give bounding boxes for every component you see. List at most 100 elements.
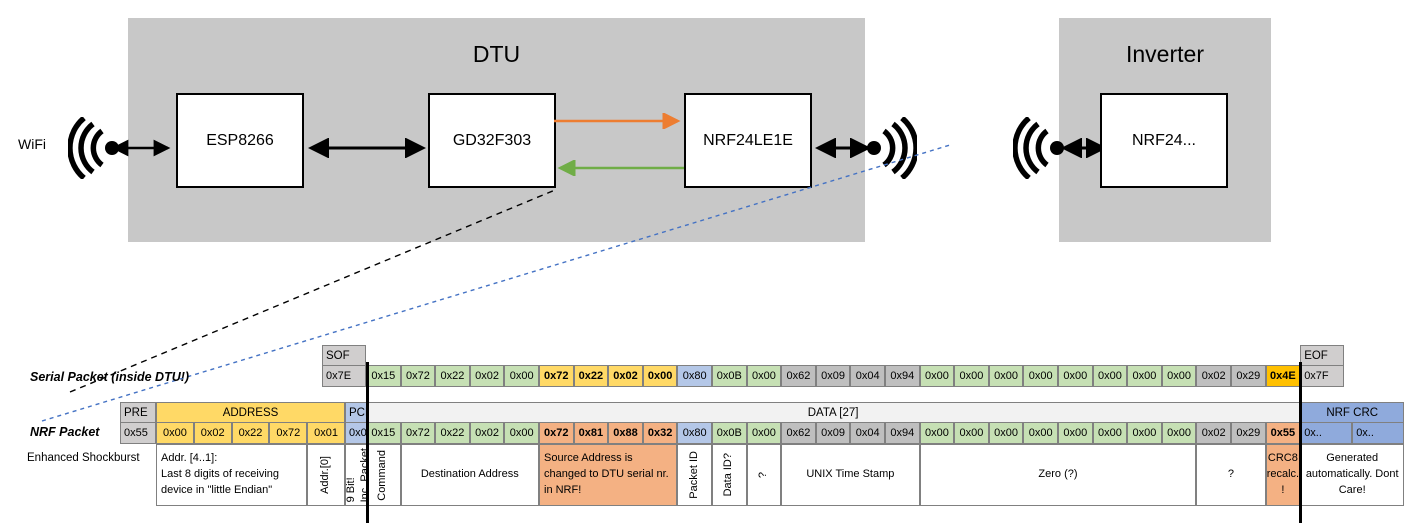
- desc-timestamp: UNIX Time Stamp: [781, 444, 920, 506]
- nrf-byte-15: 0x94: [885, 422, 920, 444]
- desc-address: Addr. [4..1]:Last 8 digits of receiving …: [156, 444, 308, 506]
- nrf-byte-19: 0x00: [1023, 422, 1058, 444]
- rf-antenna-icon-inverter: [1013, 117, 1064, 179]
- serial-byte-21: 0x00: [1092, 365, 1128, 387]
- nrf-address-byte-2: 0x22: [231, 422, 270, 444]
- nrf-byte-26: 0x55: [1265, 422, 1301, 444]
- nrf-byte-7: 0x88: [608, 422, 643, 444]
- serial-byte-7: 0x02: [608, 365, 643, 387]
- shockburst-label: Enhanced Shockburst: [27, 452, 140, 464]
- nrf-crc-header: NRF CRC: [1300, 402, 1405, 424]
- nrf-byte-13: 0x09: [815, 422, 851, 444]
- chip-nrf24-inverter-label: NRF24...: [1131, 131, 1196, 149]
- serial-byte-0: 0x15: [366, 365, 401, 387]
- dtu-enclosure-label: DTU: [472, 41, 521, 67]
- arrow-rx-nrf-to-gd32: [557, 160, 684, 176]
- nrf-data-header: DATA [27]: [366, 402, 1301, 424]
- nrf-byte-21: 0x00: [1092, 422, 1128, 444]
- arrow-tx-gd32-to-nrf: [554, 113, 681, 129]
- block-diagram: DTU Inverter WiFi ESP8266 GD32F303: [18, 18, 1271, 242]
- wifi-label: WiFi: [18, 136, 46, 152]
- desc-zero: Zero (?): [919, 444, 1197, 506]
- serial-byte-8: 0x00: [642, 365, 678, 387]
- nrf-byte-24: 0x02: [1196, 422, 1231, 444]
- nrf-byte-11: 0x00: [746, 422, 782, 444]
- nrf-byte-20: 0x00: [1058, 422, 1093, 444]
- chip-nrf24le1e: NRF24LE1E: [684, 93, 812, 188]
- serial-byte-5: 0x72: [539, 365, 574, 387]
- desc-unknown1-text: ?: [756, 471, 769, 479]
- chip-nrf24-inverter: NRF24...: [1100, 93, 1228, 188]
- nrf-pre-value: 0x55: [120, 422, 156, 444]
- serial-byte-9: 0x80: [677, 365, 712, 387]
- serial-byte-1: 0x72: [400, 365, 436, 387]
- desc-destination: Destination Address: [400, 444, 539, 506]
- serial-byte-20: 0x00: [1058, 365, 1093, 387]
- chip-nrf24le1e-label: NRF24LE1E: [703, 131, 793, 149]
- packet-tables: Serial Packet (inside DTU!) NRF Packet E…: [0, 340, 1406, 523]
- desc-crc8-text: CRC8 recalc. !: [1266, 452, 1300, 496]
- nrf-address-header: ADDRESS: [156, 402, 345, 424]
- nrf-crc-byte-1: 0x..: [1352, 422, 1405, 444]
- nrf-byte-3: 0x02: [469, 422, 505, 444]
- serial-byte-25: 0x29: [1231, 365, 1266, 387]
- chip-esp8266-label: ESP8266: [206, 131, 274, 149]
- nrf-byte-10: 0x0B: [712, 422, 747, 444]
- nrf-byte-16: 0x00: [919, 422, 955, 444]
- nrf-byte-22: 0x00: [1127, 422, 1162, 444]
- desc-data-id-text: Data ID?: [722, 453, 735, 497]
- arrow-wifi-to-esp: [111, 139, 171, 157]
- nrf-byte-0: 0x15: [366, 422, 401, 444]
- serial-byte-2: 0x22: [435, 365, 470, 387]
- desc-packet-id: Packet ID: [677, 444, 712, 506]
- nrf-byte-18: 0x00: [988, 422, 1024, 444]
- desc-nrf-crc-text: Generated automatically. Dont Care!: [1305, 452, 1399, 496]
- desc-crc8: CRC8 recalc. !: [1265, 444, 1301, 506]
- desc-command-text: Command: [376, 449, 389, 501]
- rf-antenna-icon-dtu: [867, 117, 917, 179]
- serial-byte-16: 0x00: [919, 365, 955, 387]
- desc-packet-id-text: Packet ID: [687, 451, 700, 499]
- desc-unknown2-text: ?: [1227, 468, 1235, 481]
- serial-byte-12: 0x62: [781, 365, 816, 387]
- nrf-pre-header: PRE: [120, 402, 156, 424]
- desc-timestamp-text: UNIX Time Stamp: [806, 468, 895, 481]
- desc-source: Source Address is changed to DTU serial …: [539, 444, 678, 506]
- desc-addr0-text: Addr.[0]: [319, 456, 332, 494]
- nrf-byte-25: 0x29: [1231, 422, 1266, 444]
- serial-byte-14: 0x04: [850, 365, 885, 387]
- nrf-byte-5: 0x72: [539, 422, 574, 444]
- desc-addr0: Addr.[0]: [307, 444, 345, 506]
- nrf-byte-1: 0x72: [400, 422, 436, 444]
- desc-address-text: Addr. [4..1]:Last 8 digits of receiving …: [161, 452, 280, 496]
- serial-sof-value: 0x7E: [322, 365, 366, 387]
- nrf-byte-12: 0x62: [781, 422, 816, 444]
- nrf-byte-2: 0x22: [435, 422, 470, 444]
- inverter-enclosure-label: Inverter: [1126, 41, 1204, 67]
- desc-unknown2: ?: [1196, 444, 1266, 506]
- serial-byte-3: 0x02: [469, 365, 505, 387]
- serial-byte-22: 0x00: [1127, 365, 1162, 387]
- nrf-byte-4: 0x00: [504, 422, 539, 444]
- nrf-byte-9: 0x80: [677, 422, 712, 444]
- desc-nrf-crc: Generated automatically. Dont Care!: [1300, 444, 1405, 506]
- serial-byte-18: 0x00: [988, 365, 1024, 387]
- serial-byte-23: 0x00: [1161, 365, 1197, 387]
- serial-byte-19: 0x00: [1023, 365, 1058, 387]
- nrf-address-byte-3: 0x72: [269, 422, 308, 444]
- desc-data-id: Data ID?: [712, 444, 747, 506]
- nrf-address-byte-4: 0x01: [307, 422, 345, 444]
- nrf-byte-23: 0x00: [1161, 422, 1197, 444]
- nrf-byte-8: 0x32: [642, 422, 678, 444]
- desc-destination-text: Destination Address: [420, 468, 519, 481]
- desc-zero-text: Zero (?): [1038, 468, 1078, 481]
- serial-byte-13: 0x09: [815, 365, 851, 387]
- serial-byte-6: 0x22: [573, 365, 609, 387]
- serial-start-guide: [366, 362, 369, 523]
- serial-eof-value: 0x7F: [1300, 365, 1345, 387]
- desc-source-text: Source Address is changed to DTU serial …: [544, 452, 669, 496]
- nrf-byte-17: 0x00: [954, 422, 989, 444]
- serial-packet-row-label: Serial Packet (inside DTU!): [30, 370, 190, 384]
- nrf-packet-row-label: NRF Packet: [30, 425, 100, 439]
- nrf-byte-6: 0x81: [573, 422, 609, 444]
